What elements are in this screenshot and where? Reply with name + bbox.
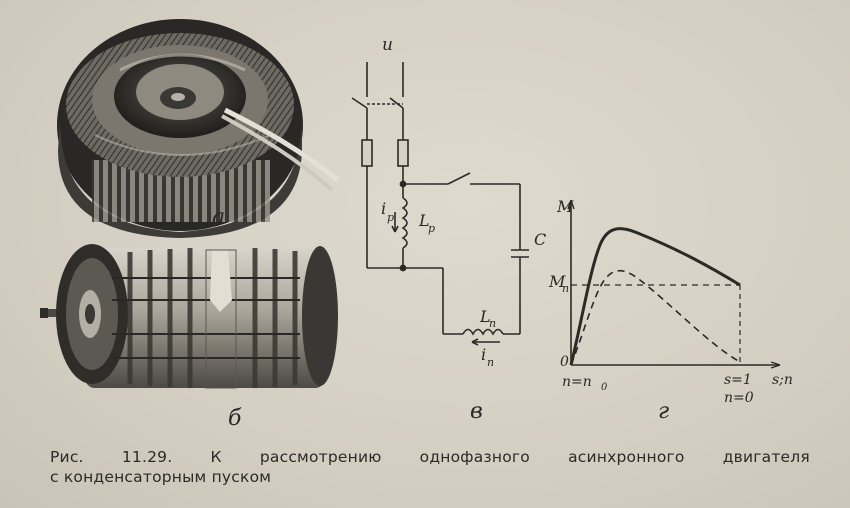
torque-speed-graph bbox=[568, 200, 780, 368]
x-start-label: n=n bbox=[562, 374, 592, 390]
origin-label: 0 bbox=[560, 354, 569, 370]
caption-line-1: Рис. 11.29. К рассмотрению однофазного а… bbox=[50, 447, 810, 467]
y-axis-label: M bbox=[556, 197, 574, 216]
x-start-sub: 0 bbox=[601, 382, 608, 393]
x-end-top-label: s=1 bbox=[724, 372, 752, 388]
l-work-sub: p bbox=[428, 222, 435, 235]
i-work-sub: p bbox=[387, 211, 394, 224]
caption-word: Рис. bbox=[50, 447, 84, 467]
voltage-label: u bbox=[382, 35, 393, 55]
x-axis-label: s;n bbox=[772, 372, 793, 388]
panel-label-g: г bbox=[658, 399, 669, 424]
circuit-diagram bbox=[352, 62, 529, 345]
x-end-bottom-label: n=0 bbox=[724, 390, 754, 406]
stator-illustration bbox=[57, 19, 338, 238]
panel-label-v: в bbox=[470, 399, 483, 424]
caption-line-2: с конденсаторным пуском bbox=[50, 467, 810, 487]
caption-word: К bbox=[211, 447, 222, 467]
caption-word: двигателя bbox=[723, 447, 810, 467]
caption-word: 11.29. bbox=[122, 447, 173, 467]
caption-word: рассмотрению bbox=[260, 447, 382, 467]
figure-caption: Рис. 11.29. К рассмотрению однофазного а… bbox=[50, 447, 810, 487]
i-start-sub: п bbox=[487, 356, 494, 369]
mn-sub: n bbox=[562, 282, 569, 295]
caption-word: однофазного bbox=[420, 447, 530, 467]
l-start-sub: п bbox=[489, 317, 496, 330]
i-start-label: i bbox=[481, 345, 486, 364]
caption-word: асинхронного bbox=[568, 447, 685, 467]
rotor-illustration bbox=[40, 244, 338, 388]
panel-label-b: б bbox=[228, 406, 242, 431]
capacitor-label: C bbox=[534, 230, 546, 249]
i-work-label: i bbox=[381, 199, 386, 218]
panel-label-a: а bbox=[212, 205, 225, 230]
